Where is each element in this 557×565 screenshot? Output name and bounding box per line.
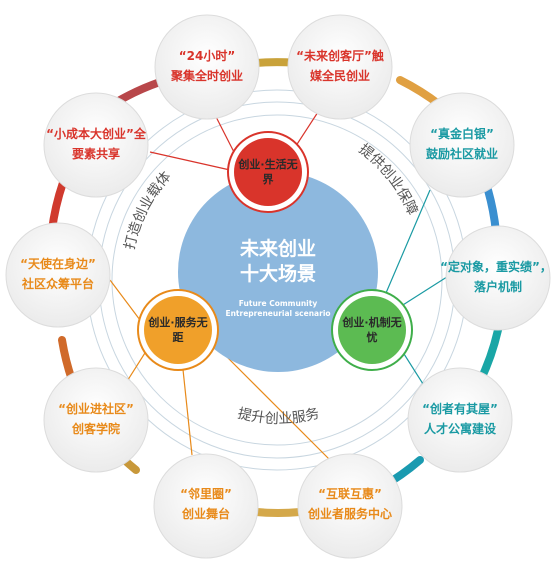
hub-service: 创业·服务无 距 bbox=[137, 289, 219, 371]
satellite-5: “互联互惠” 创业者服务中心 bbox=[297, 453, 403, 559]
satellite-8-line2: 社区众筹平台 bbox=[21, 276, 94, 291]
satellite-4-line1: “创者有其屋” bbox=[422, 401, 498, 416]
hub-life-line1: 创业·生活无 bbox=[237, 157, 297, 171]
satellite-5-line2: 创业者服务中心 bbox=[307, 506, 392, 521]
satellite-7-line2: 创客学院 bbox=[71, 421, 120, 436]
satellite-6-line1: “邻里圈” bbox=[180, 486, 232, 501]
hub-mechanism-line1: 创业·机制无 bbox=[341, 315, 401, 329]
satellite-6-line2: 创业舞台 bbox=[181, 506, 230, 521]
satellite-7-line1: “创业进社区” bbox=[58, 401, 134, 416]
core-subtitle-line2: Entrepreneurial scenario bbox=[225, 309, 330, 318]
satellite-6: “邻里圈” 创业舞台 bbox=[153, 453, 259, 559]
satellite-8-line1: “天使在身边” bbox=[20, 256, 96, 271]
hub-life: 创业·生活无 界 bbox=[227, 131, 309, 213]
ring-segment-orange-left bbox=[58, 336, 76, 384]
ring-segment-red-top-left bbox=[116, 78, 164, 104]
core-title-line1: 未来创业 bbox=[239, 237, 316, 260]
satellite-3-line1: “定对象，重实绩”， bbox=[440, 259, 552, 274]
satellite-9-line1: “小成本大创业”全 bbox=[46, 126, 147, 141]
satellite-1-line1: “未来创客厅”触 bbox=[296, 48, 384, 63]
satellite-2: “真金白银” 鼓励社区就业 bbox=[409, 92, 515, 198]
satellite-0-line1: “24小时” bbox=[179, 48, 235, 63]
satellite-9-line2: 要素共享 bbox=[72, 146, 120, 161]
satellite-5-line1: “互联互惠” bbox=[318, 486, 382, 501]
satellite-8: “天使在身边” 社区众筹平台 bbox=[5, 222, 111, 328]
hub-service-line2: 距 bbox=[173, 331, 184, 344]
core-title-line2: 十大场景 bbox=[240, 262, 316, 285]
hub-life-line2: 界 bbox=[263, 173, 274, 186]
satellite-3-line2: 落户机制 bbox=[474, 279, 522, 294]
satellite-1: “未来创客厅”触 媒全民创业 bbox=[287, 14, 393, 120]
core-circle: 未来创业 十大场景 Future Community Entrepreneuri… bbox=[178, 172, 378, 372]
hub-service-line1: 创业·服务无 bbox=[147, 315, 207, 329]
hub-mechanism: 创业·机制无 忧 bbox=[331, 289, 413, 371]
satellite-3: “定对象，重实绩”， 落户机制 bbox=[440, 225, 552, 331]
satellite-0-line2: 聚集全时创业 bbox=[170, 68, 243, 83]
satellite-1-line2: 媒全民创业 bbox=[310, 68, 370, 83]
arc-label-service: 提升创业服务 bbox=[236, 406, 321, 428]
satellite-9: “小成本大创业”全 要素共享 bbox=[43, 92, 149, 198]
satellite-2-line1: “真金白银” bbox=[430, 126, 494, 141]
satellite-7: “创业进社区” 创客学院 bbox=[43, 367, 149, 473]
satellite-0: “24小时” 聚集全时创业 bbox=[154, 14, 260, 120]
satellite-4: “创者有其屋” 人才公寓建设 bbox=[407, 367, 513, 473]
satellite-4-line2: 人才公寓建设 bbox=[424, 421, 497, 436]
hub-mechanism-line2: 忧 bbox=[367, 330, 378, 344]
satellite-2-line2: 鼓励社区就业 bbox=[426, 146, 498, 161]
core-subtitle-line1: Future Community bbox=[239, 299, 318, 308]
